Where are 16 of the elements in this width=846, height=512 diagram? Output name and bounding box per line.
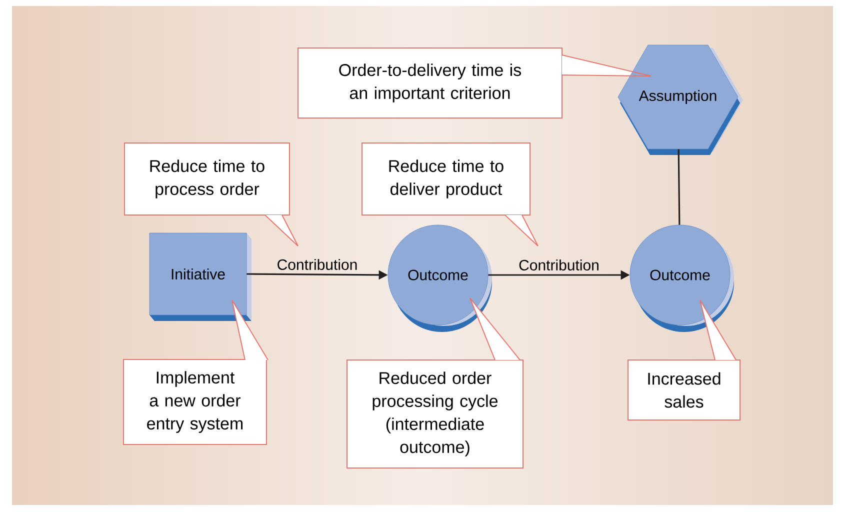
leader-line xyxy=(562,54,652,76)
callout-box: Reduce time to deliver product xyxy=(362,142,538,246)
callout-box: Reduced order processing cycle (intermediate outcome) xyxy=(346,298,524,468)
leader-line xyxy=(504,214,538,246)
assumption-hexagon: Assumption xyxy=(618,44,743,155)
connector-line xyxy=(678,149,680,225)
callout-box: Increased sales xyxy=(628,300,740,420)
leader-line xyxy=(264,214,298,246)
edge-label: Contribution xyxy=(519,259,598,270)
leader-line xyxy=(232,300,268,360)
leader-line xyxy=(700,300,736,360)
callout-box: Reduce time to process order xyxy=(124,142,298,246)
initiative-square: Initiative xyxy=(149,232,252,321)
callout-box: Implement a new order entry system xyxy=(123,300,268,445)
edge-label: Contribution xyxy=(278,258,357,270)
leader-line xyxy=(470,298,520,360)
